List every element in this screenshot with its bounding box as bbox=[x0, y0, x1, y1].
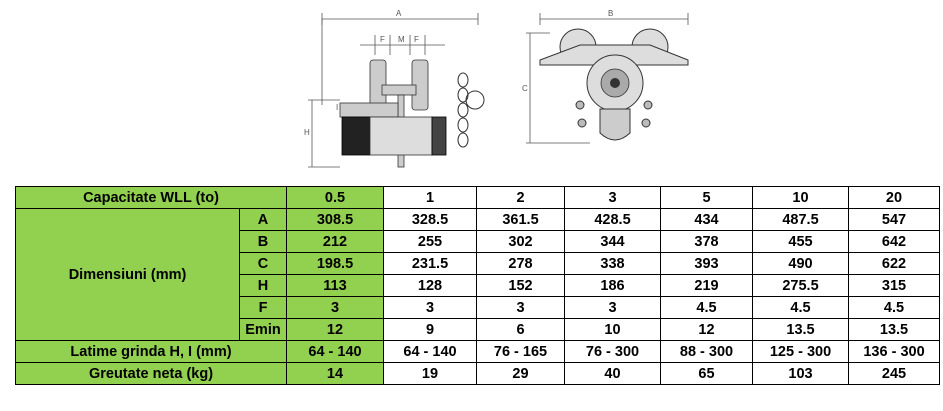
capacity-label: Capacitate WLL (to) bbox=[15, 186, 287, 209]
dim-label-c: C bbox=[522, 84, 528, 93]
dimension-value: 487.5 bbox=[752, 208, 849, 231]
dimension-key: F bbox=[239, 296, 287, 319]
dimension-value: 275.5 bbox=[752, 274, 849, 297]
dimension-value: 434 bbox=[660, 208, 753, 231]
dimension-value: 4.5 bbox=[660, 296, 753, 319]
beam-width-value: 125 - 300 bbox=[752, 340, 849, 363]
capacity-value: 0.5 bbox=[286, 186, 384, 209]
dimension-value: 128 bbox=[383, 274, 477, 297]
dim-label-a: A bbox=[396, 9, 402, 18]
dimension-value: 393 bbox=[660, 252, 753, 275]
dimension-key: H bbox=[239, 274, 287, 297]
dimension-value: 428.5 bbox=[564, 208, 661, 231]
weight-value: 14 bbox=[286, 362, 384, 385]
technical-drawings: A F M F H I B C bbox=[0, 0, 943, 186]
dimension-value: 455 bbox=[752, 230, 849, 253]
dim-label-b: B bbox=[608, 9, 613, 18]
weight-value: 19 bbox=[383, 362, 477, 385]
dimension-value: 6 bbox=[476, 318, 565, 341]
dim-label-f-left: F bbox=[380, 35, 385, 44]
dimension-value: 3 bbox=[383, 296, 477, 319]
dimension-value: 3 bbox=[286, 296, 384, 319]
dimension-value: 328.5 bbox=[383, 208, 477, 231]
trolley-side-view-drawing: A F M F H I bbox=[304, 9, 485, 168]
dimension-value: 212 bbox=[286, 230, 384, 253]
dimension-value: 13.5 bbox=[752, 318, 849, 341]
weight-value: 245 bbox=[848, 362, 940, 385]
dimension-key: B bbox=[239, 230, 287, 253]
dimension-value: 113 bbox=[286, 274, 384, 297]
dimension-value: 4.5 bbox=[752, 296, 849, 319]
dimension-value: 490 bbox=[752, 252, 849, 275]
dimension-value: 361.5 bbox=[476, 208, 565, 231]
dimension-value: 9 bbox=[383, 318, 477, 341]
capacity-value: 20 bbox=[848, 186, 940, 209]
dimension-value: 12 bbox=[660, 318, 753, 341]
dimension-value: 198.5 bbox=[286, 252, 384, 275]
dimension-value: 12 bbox=[286, 318, 384, 341]
dimension-value: 302 bbox=[476, 230, 565, 253]
dim-label-h: H bbox=[304, 128, 310, 137]
dimension-value: 278 bbox=[476, 252, 565, 275]
beam-width-value: 76 - 300 bbox=[564, 340, 661, 363]
dimension-value: 642 bbox=[848, 230, 940, 253]
dimension-key: Emin bbox=[239, 318, 287, 341]
dimension-key: C bbox=[239, 252, 287, 275]
dimension-value: 3 bbox=[564, 296, 661, 319]
capacity-value: 1 bbox=[383, 186, 477, 209]
dimension-value: 4.5 bbox=[848, 296, 940, 319]
dimension-value: 255 bbox=[383, 230, 477, 253]
dimensions-label: Dimensiuni (mm) bbox=[15, 208, 240, 341]
weight-value: 103 bbox=[752, 362, 849, 385]
capacity-value: 5 bbox=[660, 186, 753, 209]
weight-value: 65 bbox=[660, 362, 753, 385]
dimension-key: A bbox=[239, 208, 287, 231]
dimension-value: 547 bbox=[848, 208, 940, 231]
dimension-value: 219 bbox=[660, 274, 753, 297]
dim-label-f-right: F bbox=[414, 35, 419, 44]
dimension-value: 3 bbox=[476, 296, 565, 319]
weight-value: 29 bbox=[476, 362, 565, 385]
dim-label-i: I bbox=[336, 103, 338, 112]
dimension-value: 308.5 bbox=[286, 208, 384, 231]
weight-value: 40 bbox=[564, 362, 661, 385]
dimension-value: 152 bbox=[476, 274, 565, 297]
trolley-front-view-drawing: B C bbox=[522, 9, 689, 144]
beam-width-value: 136 - 300 bbox=[848, 340, 940, 363]
dim-label-m: M bbox=[398, 35, 405, 44]
dimension-value: 622 bbox=[848, 252, 940, 275]
dimension-value: 10 bbox=[564, 318, 661, 341]
dimension-value: 344 bbox=[564, 230, 661, 253]
beam-width-value: 64 - 140 bbox=[286, 340, 384, 363]
dimension-value: 186 bbox=[564, 274, 661, 297]
beam-width-value: 88 - 300 bbox=[660, 340, 753, 363]
dimension-value: 338 bbox=[564, 252, 661, 275]
dimension-value: 13.5 bbox=[848, 318, 940, 341]
capacity-value: 2 bbox=[476, 186, 565, 209]
beam-width-value: 64 - 140 bbox=[383, 340, 477, 363]
capacity-value: 3 bbox=[564, 186, 661, 209]
capacity-value: 10 bbox=[752, 186, 849, 209]
dimension-value: 378 bbox=[660, 230, 753, 253]
beam-width-value: 76 - 165 bbox=[476, 340, 565, 363]
beam-width-label: Latime grinda H, I (mm) bbox=[15, 340, 287, 363]
dimension-value: 231.5 bbox=[383, 252, 477, 275]
weight-label: Greutate neta (kg) bbox=[15, 362, 287, 385]
dimension-value: 315 bbox=[848, 274, 940, 297]
